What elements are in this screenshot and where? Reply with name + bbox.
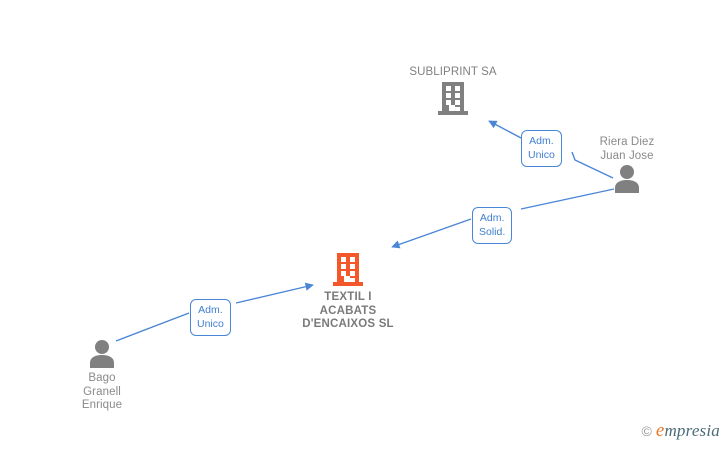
graph-node-textil[interactable]: TEXTIL I ACABATS D'ENCAIXOS SL bbox=[273, 251, 423, 332]
edge-line-riera-admsolid bbox=[520, 188, 615, 210]
person-icon bbox=[613, 163, 641, 193]
edge-line-admunico2-textil bbox=[235, 282, 314, 304]
edge-line-riera-admunico bbox=[571, 151, 614, 179]
edge-line-admsolid-textil bbox=[391, 218, 472, 249]
relation-chip-adm-unico-subliprint[interactable]: Adm. Unico bbox=[521, 130, 562, 167]
graph-node-riera[interactable]: Riera Diez Juan Jose bbox=[552, 132, 702, 193]
empresia-logo-initial: e bbox=[655, 420, 665, 441]
graph-node-subliprint[interactable]: SUBLIPRINT SA bbox=[378, 62, 528, 116]
watermark: © empresia bbox=[641, 420, 720, 442]
building-icon bbox=[437, 80, 469, 116]
node-label-textil: TEXTIL I ACABATS D'ENCAIXOS SL bbox=[302, 291, 394, 330]
relation-chip-adm-unico-textil[interactable]: Adm. Unico bbox=[190, 299, 231, 336]
relation-chip-adm-solid-textil[interactable]: Adm. Solid. bbox=[472, 207, 513, 244]
copyright-symbol: © bbox=[641, 423, 652, 439]
node-label-riera: Riera Diez Juan Jose bbox=[599, 136, 655, 162]
empresia-logo-rest: mpresia bbox=[664, 421, 720, 440]
edge-line-admunico-subliprint bbox=[488, 120, 522, 139]
node-label-bago: Bago Granell Enrique bbox=[81, 372, 123, 411]
graph-node-bago[interactable]: Bago Granell Enrique bbox=[27, 338, 177, 413]
edge-line-bago-admunico2 bbox=[115, 312, 190, 342]
building-icon bbox=[332, 251, 364, 287]
node-label-subliprint: SUBLIPRINT SA bbox=[409, 66, 497, 78]
empresia-logo: empresia bbox=[656, 420, 720, 442]
person-icon bbox=[88, 338, 116, 368]
